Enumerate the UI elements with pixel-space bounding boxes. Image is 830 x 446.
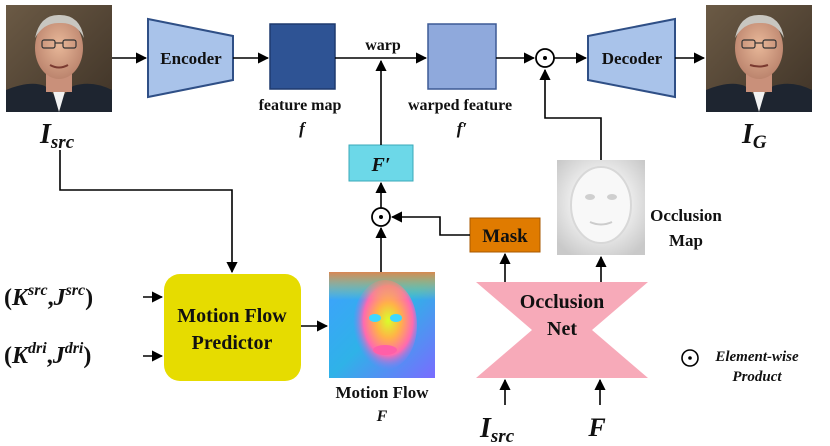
warped-feature-block: [427, 23, 497, 90]
warped-feature-label: warped feature: [408, 97, 512, 114]
f-prime-label: F′: [371, 154, 391, 176]
arrow-mask-to-product: [390, 211, 470, 236]
feature-map-block: [269, 23, 336, 90]
occlusion-map-label-1: Occlusion: [650, 206, 722, 225]
keypoints-driving-label: (Kdri,Jdri): [4, 340, 91, 369]
motion-flow-symbol: F: [376, 408, 388, 425]
occlusion-map-image: [557, 160, 645, 255]
product-node-mid-dot: [379, 215, 383, 219]
occlusion-net-block: [476, 282, 648, 378]
legend-product-symbol-dot: [688, 356, 692, 360]
motion-flow-label: Motion Flow: [335, 383, 429, 402]
motion-flow-predictor-block: [164, 274, 301, 381]
motion-flow-predictor-label-1: Motion Flow: [177, 305, 287, 327]
arrow-map-to-product: [539, 68, 602, 160]
motion-flow-image: [329, 272, 435, 378]
warp-label: warp: [365, 37, 401, 54]
warped-feature-symbol: f′: [457, 119, 467, 138]
occlusion-map-label-2: Map: [669, 231, 703, 250]
generated-face-image: [706, 5, 812, 112]
decoder-block: [587, 17, 676, 99]
product-node-top-dot: [543, 56, 547, 60]
occlusion-net-label-2: Net: [547, 318, 577, 340]
mask-label: Mask: [482, 226, 528, 247]
source-face-image: [6, 5, 112, 112]
motion-flow-predictor-label-2: Predictor: [192, 332, 273, 354]
occlusion-input-src-label: Isrc: [479, 413, 515, 446]
encoder-label: Encoder: [160, 49, 222, 68]
decoder-label: Decoder: [602, 49, 663, 68]
arrow-src-to-predictor: [59, 150, 238, 274]
legend-label-2: Product: [732, 369, 782, 385]
encoder-block: [147, 17, 234, 99]
legend-label-1: Element-wise: [714, 349, 799, 365]
occlusion-input-flow-label: F: [587, 413, 605, 442]
f-prime-block: [348, 144, 414, 182]
generated-image-label: IG: [741, 119, 767, 153]
occlusion-net-label-1: Occlusion: [520, 291, 604, 313]
source-image-label: Isrc: [39, 119, 75, 153]
feature-map-symbol: f: [299, 119, 307, 138]
keypoints-source-label: (Ksrc,Jsrc): [4, 282, 93, 311]
connections: [59, 52, 706, 405]
feature-map-label: feature map: [259, 97, 342, 114]
